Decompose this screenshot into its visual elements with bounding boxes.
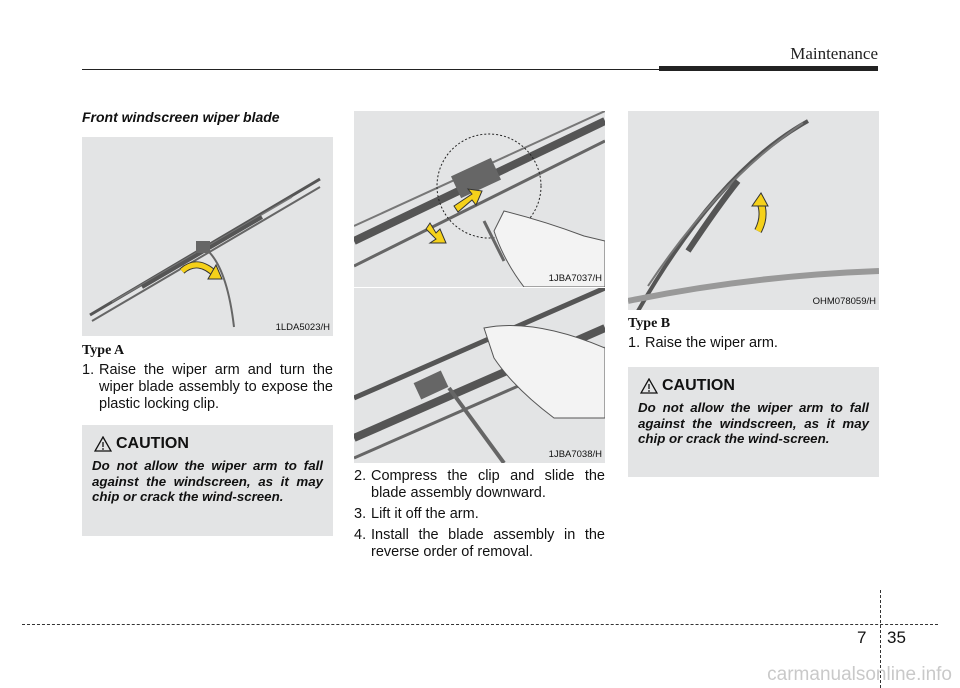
figure-compress-clip: 1JBA7037/H — [354, 111, 605, 287]
figure-code: 1LDA5023/H — [275, 322, 330, 333]
figure-code: 1JBA7037/H — [548, 273, 602, 284]
type-b-steps: 1. Raise the wiper arm. — [628, 335, 879, 356]
figure-raise-arm: OHM078059/H — [628, 111, 879, 310]
caution-box: CAUTION Do not allow the wiper arm to fa… — [82, 425, 333, 536]
raise-arm-illustration — [628, 119, 879, 310]
figure-code: OHM078059/H — [812, 296, 876, 307]
wiper-blade-illustration — [89, 177, 321, 328]
caution-title: CAUTION — [662, 377, 735, 394]
list-item: 3. Lift it off the arm. — [354, 506, 605, 523]
step-number: 1. — [628, 335, 641, 351]
figure-wiper-rotate: 1LDA5023/H — [82, 137, 333, 336]
clip-compress-illustration — [354, 111, 605, 287]
header-rule-accent — [659, 66, 878, 71]
caution-box: CAUTION Do not allow the wiper arm to fa… — [628, 367, 879, 477]
type-b-label: Type B — [628, 316, 671, 331]
type-a-label: Type A — [82, 343, 125, 358]
step-number: 4. — [354, 527, 367, 543]
list-item: 1. Raise the wiper arm and turn the wipe… — [82, 362, 333, 413]
type-a-steps-part2: 2. Compress the clip and slide the blade… — [354, 468, 605, 565]
chapter-number: 7 — [857, 628, 867, 647]
caution-title: CAUTION — [116, 435, 189, 452]
step-number: 1. — [82, 362, 95, 378]
step-number: 2. — [354, 468, 367, 484]
blade-slide-illustration — [354, 288, 605, 463]
yellow-arrow-icon — [453, 188, 483, 213]
warning-triangle-icon — [94, 436, 112, 452]
warning-triangle-icon — [640, 378, 658, 394]
figure-code: 1JBA7038/H — [548, 449, 602, 460]
type-a-steps-part1: 1. Raise the wiper arm and turn the wipe… — [82, 362, 333, 417]
step-number: 3. — [354, 506, 367, 522]
section-title: Front windscreen wiper blade — [82, 109, 280, 125]
step-text: Raise the wiper arm. — [645, 335, 778, 351]
footer-divider — [880, 590, 881, 688]
list-item: 1. Raise the wiper arm. — [628, 335, 879, 352]
caution-text: Do not allow the wiper arm to fall again… — [638, 400, 869, 446]
yellow-arrow-icon — [425, 222, 447, 244]
caution-header: CAUTION — [640, 377, 735, 395]
caution-header: CAUTION — [94, 435, 189, 453]
running-header: Maintenance — [790, 44, 878, 63]
watermark: carmanualsonline.info — [767, 664, 952, 685]
figure-slide-blade: 1JBA7038/H — [354, 288, 605, 463]
header-rule — [82, 69, 659, 70]
step-text: Raise the wiper arm and turn the wiper b… — [99, 362, 333, 412]
caution-text: Do not allow the wiper arm to fall again… — [92, 458, 323, 504]
footer-rule — [22, 624, 938, 625]
list-item: 4. Install the blade assembly in the rev… — [354, 527, 605, 561]
page-number: 35 — [887, 628, 906, 647]
step-text: Compress the clip and slide the blade as… — [371, 468, 605, 501]
list-item: 2. Compress the clip and slide the blade… — [354, 468, 605, 502]
step-text: Install the blade assembly in the revers… — [371, 527, 605, 560]
step-text: Lift it off the arm. — [371, 506, 479, 522]
